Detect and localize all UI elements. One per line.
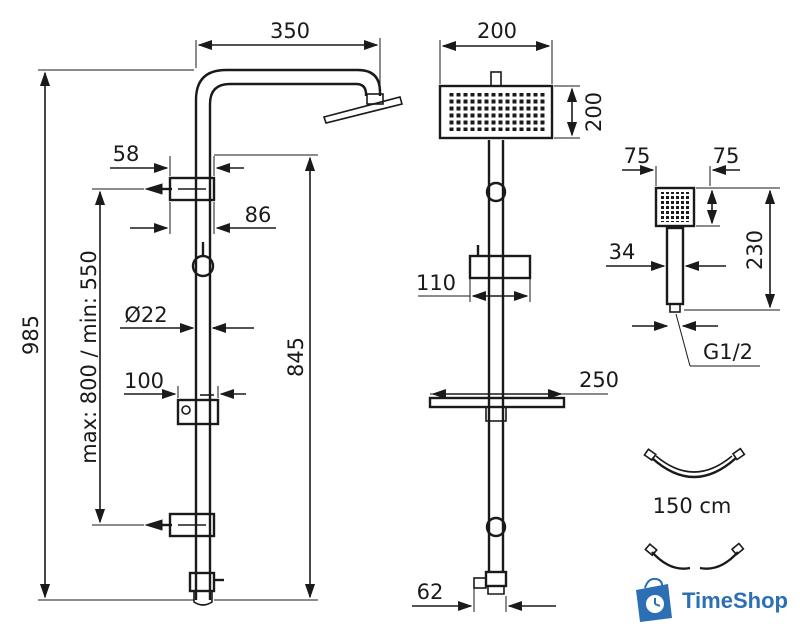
front-holder: [468, 254, 532, 280]
front-nozzle-grid: [447, 93, 545, 131]
dim-86: 86: [245, 203, 272, 227]
dim-slide-range: max: 800 / min: 550: [77, 250, 101, 463]
side-diverter: [188, 571, 216, 593]
side-knob: [191, 254, 215, 278]
side-holder: [176, 398, 220, 426]
dim-250: 250: [579, 368, 619, 392]
dim-34: 34: [609, 240, 636, 264]
front-head-joint: [490, 71, 502, 87]
dim-75-right: 75: [713, 144, 740, 168]
dim-75-left: 75: [624, 144, 651, 168]
side-pipe-outer: [194, 68, 382, 600]
dim-845: 845: [284, 337, 308, 377]
side-lower-screw: [144, 519, 163, 531]
side-upper-screw: [144, 183, 163, 195]
dim-62: 62: [417, 580, 444, 604]
dim-200-height: 200: [582, 92, 606, 132]
dim-100: 100: [124, 369, 164, 393]
handshower-view: 75 75 230 34 G1/2: [606, 144, 780, 367]
front-knob-upper: [485, 181, 507, 203]
watermark: TimeShop: [628, 577, 788, 624]
dim-110: 110: [416, 271, 456, 295]
handshower-nozzles: [660, 192, 690, 222]
hose-length-label: 150 cm: [653, 494, 732, 518]
hose-outer: [651, 457, 737, 479]
front-knob-lower: [485, 516, 507, 538]
hose2-right: [699, 551, 739, 570]
dim-58: 58: [113, 142, 140, 166]
side-head-plate: [322, 96, 403, 124]
handshower-head: [654, 186, 696, 228]
thread-size-label: G1/2: [703, 340, 753, 364]
front-diverter: [484, 570, 508, 588]
dim-200-width: 200: [477, 19, 517, 43]
side-pipe-inner: [208, 82, 368, 600]
dim-diameter-22: Ø22: [124, 303, 167, 327]
side-view: 350 985 max: 800 / min: 550 845 58 86 Ø2…: [19, 19, 403, 606]
front-shelf: [428, 396, 566, 409]
dim-230: 230: [743, 230, 767, 270]
front-view: 200 200 110 250 62: [412, 19, 619, 612]
hose2-left: [651, 551, 691, 570]
front-shower-head: [438, 84, 554, 140]
hose-view: 150 cm: [643, 447, 746, 570]
dim-350: 350: [270, 19, 310, 43]
shopping-bag-clock-icon: [636, 577, 672, 622]
watermark-text: TimeShop: [682, 588, 788, 613]
handshower-handle: [665, 226, 685, 306]
dim-985: 985: [19, 315, 43, 355]
